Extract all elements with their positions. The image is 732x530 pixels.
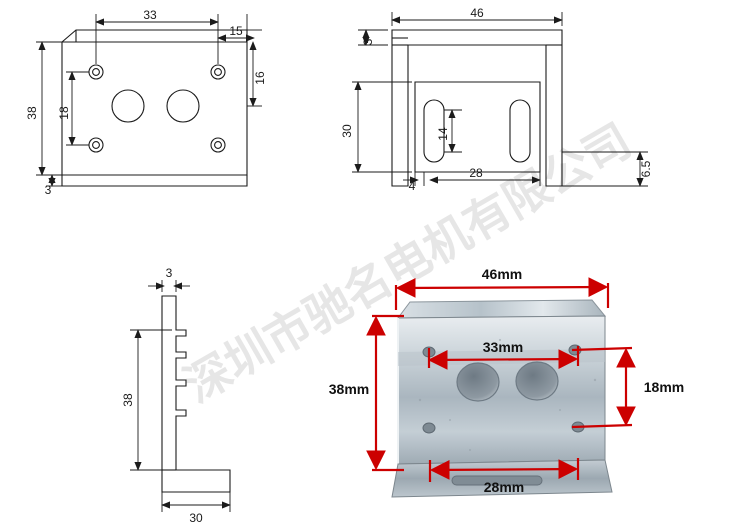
dim-side-65: 6.5 [639, 160, 653, 177]
dim-front-18: 18 [57, 106, 71, 120]
dim-photo-18mm: 18mm [644, 379, 684, 395]
dim-photo-46mm: 46mm [482, 266, 522, 282]
dim-side-14: 14 [436, 127, 450, 141]
dim-side-30: 30 [340, 124, 354, 138]
dim-side-46: 46 [470, 6, 484, 20]
side-view-dimension-labels: 46 3 30 14 4 28 6.5 [340, 6, 653, 193]
dim-section-38: 38 [121, 393, 135, 407]
dim-photo-33mm: 33mm [483, 339, 523, 355]
side-view [391, 29, 563, 187]
front-view [61, 29, 248, 187]
side-view-dimensions [352, 12, 648, 187]
dim-photo-28mm: 28mm [484, 479, 524, 495]
dim-front-16: 16 [253, 71, 267, 85]
dim-side-4: 4 [409, 179, 416, 193]
photo-view-dimension-labels: 46mm 33mm 38mm 18mm 28mm [329, 266, 684, 495]
dim-front-15: 15 [229, 24, 243, 38]
dim-front-38: 38 [25, 106, 39, 120]
dim-front-33: 33 [143, 8, 157, 22]
dim-section-3: 3 [166, 266, 173, 280]
section-view [161, 295, 231, 493]
section-view-dimensions [130, 280, 231, 512]
dim-photo-38mm: 38mm [329, 381, 369, 397]
dim-section-30: 30 [189, 511, 203, 525]
front-view-dimensions [36, 14, 262, 187]
dim-side-3: 3 [361, 38, 375, 45]
dim-front-3: 3 [45, 183, 52, 197]
dim-side-28: 28 [469, 166, 483, 180]
front-view-dimension-labels: 33 15 16 18 38 3 [25, 8, 267, 197]
photo-view-dimensions [366, 277, 636, 482]
section-view-dimension-labels: 3 38 30 [121, 266, 203, 525]
